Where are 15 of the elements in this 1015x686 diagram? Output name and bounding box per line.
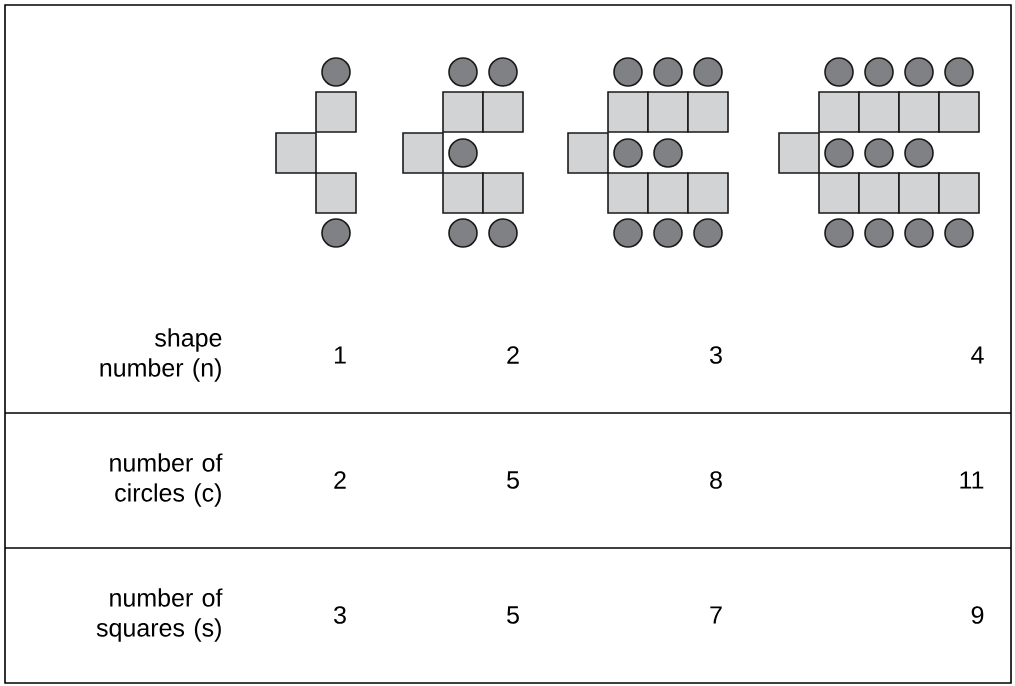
table-value: 2 xyxy=(334,471,346,489)
row-label: number of circles (c) xyxy=(110,453,223,507)
table-value: 1 xyxy=(334,346,346,364)
table-value: 3 xyxy=(334,606,346,624)
table-value: 3 xyxy=(710,346,722,364)
table-value: 2 xyxy=(507,346,519,364)
table-value: 5 xyxy=(507,471,519,489)
table-value: 4 xyxy=(971,346,984,364)
table-value: 5 xyxy=(507,606,519,624)
table-value: 11 xyxy=(960,471,984,489)
row-label: number of squares (s) xyxy=(96,588,223,642)
table-value: 7 xyxy=(710,606,722,624)
row-label: shape number (n) xyxy=(100,328,222,382)
table-value: 9 xyxy=(971,606,984,624)
table-value: 8 xyxy=(710,471,722,489)
